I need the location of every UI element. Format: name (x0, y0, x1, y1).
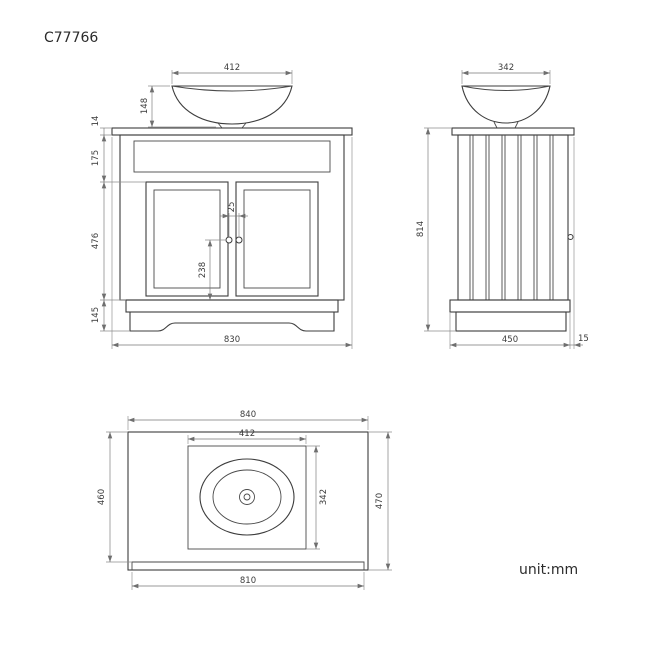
top-drain-outer (239, 489, 255, 505)
dim-side-overall-height-label: 814 (416, 221, 426, 237)
top-countertop-outline (127, 431, 369, 571)
unit-label: unit:mm (519, 562, 578, 578)
front-plinth-strip (125, 299, 339, 313)
dim-top-depth-right-label: 470 (375, 493, 385, 509)
dim-front-door-height-label: 476 (91, 233, 101, 249)
front-top-panel (133, 140, 331, 173)
dim-front-knob-spacing-extensions (228, 213, 240, 236)
top-basin-cutout (187, 445, 307, 550)
top-basin-outer-oval (199, 458, 295, 536)
dim-top-cutout-depth-label: 342 (319, 489, 329, 505)
front-right-door-panel (243, 189, 311, 289)
top-cabinet-front-line (131, 561, 365, 570)
dim-front-overall-width-extensions (111, 137, 353, 349)
dim-front-top-frame-label: 175 (91, 150, 101, 166)
front-view: 412 148 14 175 476 145 25 238 830 (91, 63, 353, 349)
dim-top-countertop-width-label: 840 (240, 410, 256, 420)
dim-side-cabinet-depth-label: 450 (502, 335, 518, 345)
front-basin-rim (171, 85, 293, 92)
dim-top-cutout-depth-extensions (306, 445, 320, 550)
side-basin-outline (461, 85, 551, 124)
dim-front-countertop-thickness-label: 14 (91, 116, 101, 127)
front-plinth-apron (129, 312, 335, 332)
drawing-code: C77766 (44, 30, 98, 46)
side-plinth-strip (449, 299, 571, 313)
side-beadboard-lines (469, 135, 554, 300)
front-basin-outline (171, 85, 293, 125)
dim-front-basin-width-label: 412 (224, 63, 240, 73)
front-left-door-frame (145, 181, 229, 297)
front-right-knob (235, 236, 243, 244)
side-view: 342 814 450 15 (416, 63, 589, 349)
dim-front-knob-spacing-label: 25 (227, 202, 237, 213)
dim-front-overall-width-label: 830 (224, 335, 240, 345)
front-countertop (111, 127, 353, 136)
front-right-door-frame (235, 181, 319, 297)
dim-front-basin-height-label: 148 (140, 98, 150, 114)
top-view: 840 412 460 342 470 810 (97, 410, 392, 590)
dim-top-cutout-width-label: 412 (239, 429, 255, 439)
dim-front-plinth-height-label: 145 (91, 307, 101, 323)
dim-side-overhang-label: 15 (578, 334, 589, 344)
side-plinth-base (455, 311, 567, 332)
dim-front-basin-height-extensions (148, 85, 216, 128)
dim-front-knob-offset-label: 238 (198, 262, 208, 278)
side-basin-rim (461, 85, 551, 91)
side-cabinet-body (457, 134, 569, 301)
top-drain-inner (243, 493, 251, 501)
top-basin-inner-oval (212, 469, 282, 525)
dim-top-depth-left-label: 460 (97, 489, 107, 505)
dim-top-cabinet-width-label: 810 (240, 576, 256, 586)
front-left-knob (225, 236, 233, 244)
side-countertop (451, 127, 575, 136)
side-door-knob (567, 234, 574, 240)
dim-side-basin-depth-label: 342 (498, 63, 514, 73)
front-left-door-panel (153, 189, 221, 289)
